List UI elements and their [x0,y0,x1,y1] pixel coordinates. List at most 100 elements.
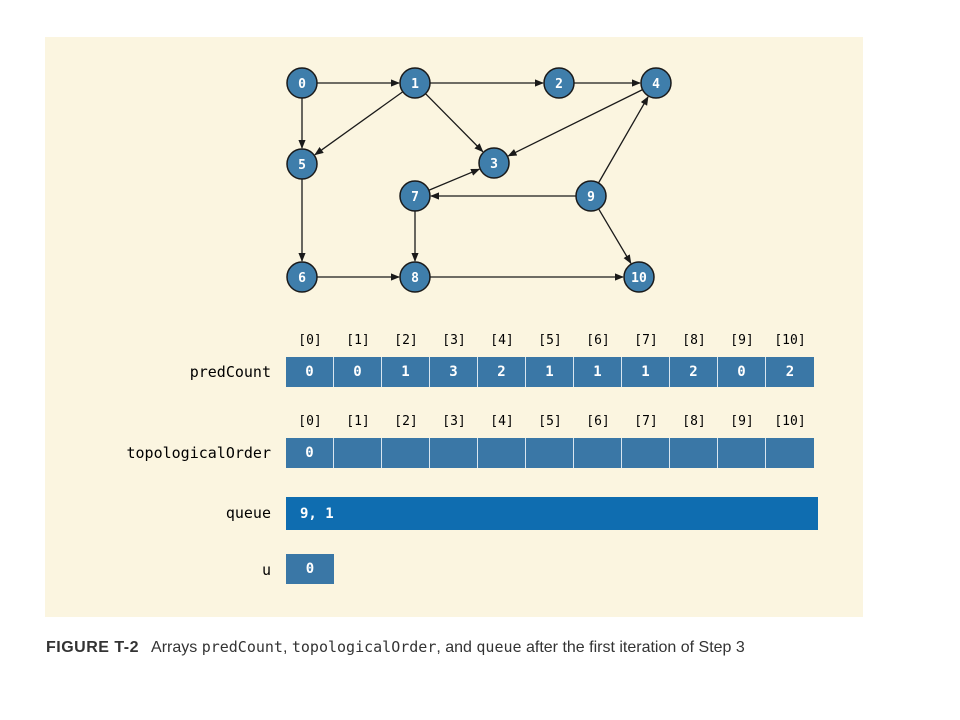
vertex-2: 2 [543,67,575,99]
vertex-4: 4 [640,67,672,99]
vertex-circle [478,147,510,179]
caption-text-2: , [282,639,292,656]
vertex-circle [623,261,655,293]
vertex-10: 10 [623,261,655,293]
caption-code-1: predCount [201,638,283,656]
edge-v1-v5 [314,91,404,156]
vertex-7: 7 [399,180,431,212]
caption-figure-number: FIGURE T-2 [46,639,140,656]
vertex-circle [399,180,431,212]
predCount-cell: 3 [430,357,478,387]
topologicalOrder-cell [382,438,430,468]
caption-text-4: after the first iteration of Step 3 [521,639,745,656]
topologicalOrder-cell [718,438,766,468]
index-label: [9] [730,414,754,429]
index-label: [1] [346,333,370,348]
index-label: [2] [394,333,418,348]
index-label: [7] [634,414,658,429]
vertex-label: 2 [555,77,563,92]
predcount-index-row: [0] [1] [2] [3] [4] [5] [6] [7] [8] [9] [10] [286,333,818,349]
caption-code-3: queue [476,638,522,656]
index-label: [6] [586,414,610,429]
vertex-label: 8 [411,271,419,286]
vertex-0: 0 [286,67,318,99]
index-label: [8] [682,414,706,429]
topologicalOrder-cell [478,438,526,468]
index-label: [8] [682,333,706,348]
predCount-cell: 2 [478,357,526,387]
topological-order-label: topologicalOrder [126,444,272,462]
predCount-cell: 1 [526,357,574,387]
predCount-cell: 1 [382,357,430,387]
vertex-5: 5 [286,148,318,180]
queue-box: 9, 1 [286,497,818,530]
vertex-circle [640,67,672,99]
vertex-label: 10 [631,271,647,286]
vertex-8: 8 [399,261,431,293]
index-label: [9] [730,333,754,348]
index-label: [10] [774,333,806,348]
caption-text-3: , and [436,639,477,656]
caption-text-1: Arrays [151,639,202,656]
topologicalOrder-cell [766,438,814,468]
index-label: [6] [586,333,610,348]
index-label: [5] [538,333,562,348]
topologicalOrder-cell [622,438,670,468]
index-label: [7] [634,333,658,348]
predCount-cell: 2 [670,357,718,387]
vertex-1: 1 [399,67,431,99]
vertex-label: 9 [587,190,595,205]
index-label: [3] [442,414,466,429]
index-label: [0] [298,414,322,429]
vertex-circle [399,67,431,99]
edge-v4-v3 [507,89,643,157]
predCount-cell: 2 [766,357,814,387]
predCount-cell: 0 [334,357,382,387]
topologicalOrder-cell [526,438,574,468]
vertex-3: 3 [478,147,510,179]
predCount-cell: 1 [622,357,670,387]
index-label: [2] [394,414,418,429]
u-cell: 0 [286,554,334,584]
directed-graph: 0 1 2 3 4 5 6 7 8 9 10 [286,67,672,293]
u-array: 0 [286,554,334,584]
index-label: [5] [538,414,562,429]
topological-order-array: 0 [286,438,814,468]
vertex-circle [575,180,607,212]
index-label: [10] [774,414,806,429]
predCount-cell: 0 [718,357,766,387]
vertex-6: 6 [286,261,318,293]
predCount-cell: 1 [574,357,622,387]
u-label: u [261,561,271,579]
vertex-9: 9 [575,180,607,212]
index-label: [4] [490,414,514,429]
topological-order-index-row: [0] [1] [2] [3] [4] [5] [6] [7] [8] [9] [10] [286,414,818,430]
topologicalOrder-cell [334,438,382,468]
vertex-label: 4 [652,77,660,92]
predcount-label: predCount [189,363,271,381]
vertex-circle [399,261,431,293]
vertex-label: 5 [298,158,306,173]
vertex-circle [286,148,318,180]
predCount-cell: 0 [286,357,334,387]
index-label: [0] [298,333,322,348]
queue-label: queue [225,504,271,522]
vertex-circle [543,67,575,99]
vertex-label: 6 [298,271,306,286]
vertex-label: 0 [298,77,306,92]
vertex-label: 7 [411,190,419,205]
index-label: [1] [346,414,370,429]
index-label: [4] [490,333,514,348]
edge-v7-v3 [428,168,481,191]
topologicalOrder-cell [574,438,622,468]
topologicalOrder-cell [430,438,478,468]
edge-v9-v4 [597,96,649,184]
index-label: [3] [442,333,466,348]
vertex-label: 3 [490,157,498,172]
vertex-label: 1 [411,77,419,92]
edge-v9-v10 [598,208,632,265]
topologicalOrder-cell [670,438,718,468]
vertex-circle [286,67,318,99]
